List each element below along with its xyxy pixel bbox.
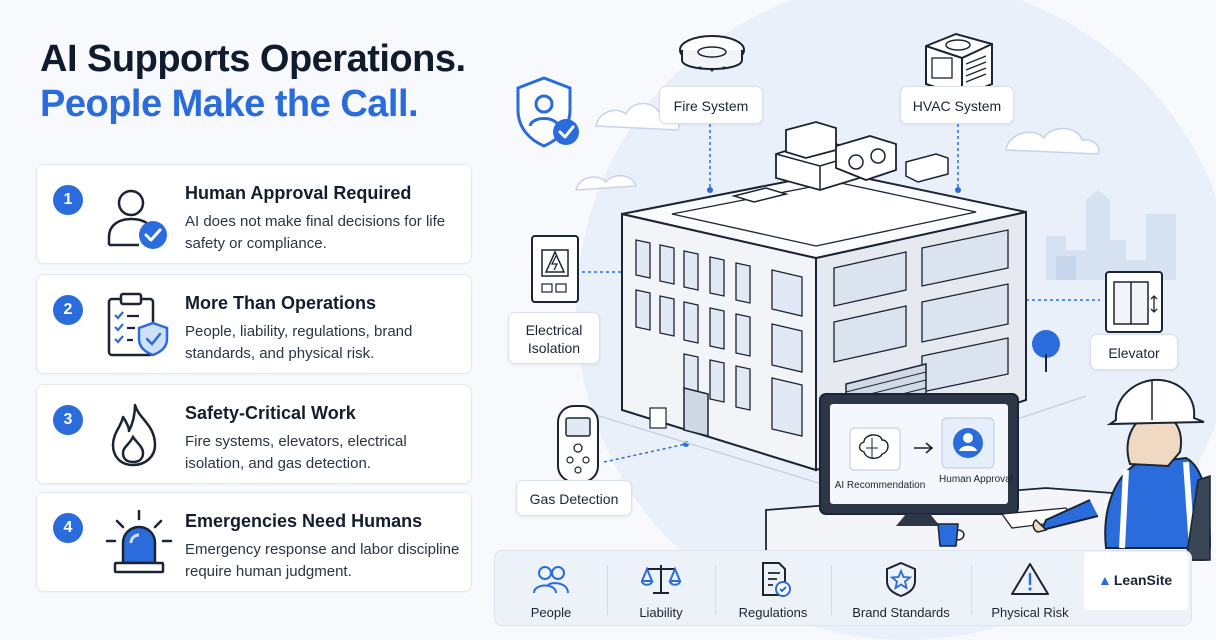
- strip-item-people: People: [495, 551, 607, 627]
- headline: AI Supports Operations. People Make the …: [40, 38, 466, 125]
- leansite-logo: ▲LeanSite: [1098, 572, 1172, 588]
- card-description: Emergency response and labor discipline …: [185, 541, 460, 580]
- card-title: Safety-Critical Work: [185, 403, 356, 423]
- strip-item-brand-standards: Brand Standards: [831, 551, 971, 627]
- card-human-approval: 1 Human Approval Required AI does not ma…: [36, 164, 472, 264]
- logo-mark-icon: ▲: [1098, 572, 1112, 588]
- card-description: Fire systems, elevators, electrical isol…: [185, 433, 407, 472]
- callout-fire-system: Fire System: [659, 86, 763, 124]
- card-emergencies: 4 Emergencies Need Humans Emergency resp…: [36, 492, 472, 592]
- scales-icon: [641, 565, 681, 594]
- strip-label: Brand Standards: [852, 605, 950, 620]
- star-badge-icon: [886, 561, 916, 597]
- card-number: 3: [53, 405, 83, 435]
- card-number: 2: [53, 295, 83, 325]
- headline-line-1: AI Supports Operations.: [40, 38, 466, 80]
- clipboard-shield-icon: [107, 292, 169, 357]
- strip-item-regulations: Regulations: [715, 551, 831, 627]
- callout-hvac-system: HVAC System: [900, 86, 1014, 124]
- card-title: Human Approval Required: [185, 183, 412, 203]
- warning-icon: [1011, 563, 1049, 595]
- callout-label: HVAC System: [912, 98, 1002, 114]
- card-more-than-operations: 2 More Than Operations People, liability…: [36, 274, 472, 374]
- card-title: More Than Operations: [185, 293, 377, 313]
- headline-line-2: People Make the Call.: [40, 82, 419, 125]
- strip-label: People: [530, 605, 572, 620]
- callout-label: Gas Detection: [529, 491, 619, 507]
- callout-label-line-2: Isolation: [527, 340, 581, 356]
- monitor-human-approval-label: Human Approval: [939, 474, 1013, 485]
- strip-label: Liability: [639, 605, 683, 620]
- callout-label: Elevator: [1108, 345, 1160, 361]
- callout-gas-detection: Gas Detection: [516, 480, 632, 516]
- siren-icon: [105, 509, 173, 574]
- shield-user-check-icon: [516, 76, 579, 148]
- flame-icon: [111, 403, 157, 467]
- strip-label: Regulations: [738, 605, 808, 620]
- callout-electrical-isolation: Electrical Isolation: [508, 312, 600, 364]
- callout-label: Fire System: [673, 98, 749, 114]
- building-illustration: [531, 0, 1216, 640]
- card-title: Emergencies Need Humans: [185, 511, 423, 531]
- document-check-icon: [762, 562, 791, 597]
- card-description: People, liability, regulations, brand st…: [185, 323, 413, 362]
- people-icon: [533, 566, 569, 594]
- callout-label-line-1: Electrical: [525, 322, 583, 338]
- strip-item-liability: Liability: [607, 551, 715, 627]
- strip-label: Physical Risk: [991, 605, 1069, 620]
- card-description: AI does not make final decisions for lif…: [185, 213, 446, 252]
- card-safety-critical: 3 Safety-Critical Work Fire systems, ele…: [36, 384, 472, 484]
- logo-text: LeanSite: [1113, 572, 1173, 588]
- callout-elevator: Elevator: [1090, 334, 1178, 370]
- monitor-ai-recommendation-label: AI Recommendation: [834, 480, 926, 491]
- risk-factors-strip: People Liability Regulations Brand Stand…: [494, 550, 1192, 626]
- logo-box: ▲LeanSite: [1084, 552, 1188, 610]
- person-check-icon: [107, 189, 167, 249]
- card-number: 4: [53, 513, 83, 543]
- strip-item-physical-risk: Physical Risk: [971, 551, 1089, 627]
- card-number: 1: [53, 185, 83, 215]
